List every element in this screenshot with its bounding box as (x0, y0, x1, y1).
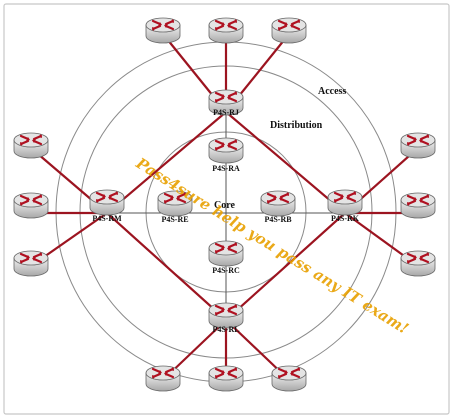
router-icon (270, 16, 308, 45)
router-ra: P4S-RA (207, 136, 245, 173)
router-label-rj: P4S-RJ (213, 108, 239, 117)
router-icon (399, 191, 437, 220)
router-icon (144, 16, 182, 45)
router-label-rb: P4S-RB (264, 215, 292, 224)
diagram-frame (3, 3, 450, 415)
router-icon (326, 188, 364, 217)
router-rm: P4S-RM (88, 188, 126, 223)
watermark-text: Pass4sure help you pass any IT exam! (132, 154, 412, 338)
router-icon (207, 239, 245, 268)
router-icon (12, 249, 50, 278)
router-rl: P4S-RL (207, 301, 245, 334)
router-icon (12, 191, 50, 220)
router-icon (399, 131, 437, 160)
router-icon (88, 188, 126, 217)
zone-label-access: Access (318, 86, 346, 97)
router-icon (12, 131, 50, 160)
router-label-rm: P4S-RM (92, 214, 122, 223)
router-rk: P4S-RK (326, 188, 364, 223)
router-rj: P4S-RJ (207, 88, 245, 117)
router-re: P4S-RE (156, 189, 194, 224)
router-label-rk: P4S-RK (331, 214, 360, 223)
router-icon (207, 364, 245, 393)
router-label-rl: P4S-RL (212, 325, 239, 334)
router-icon (399, 249, 437, 278)
router-icon (259, 189, 297, 218)
router-rb: P4S-RB (259, 189, 297, 224)
router-icon (144, 364, 182, 393)
zone-label-core: Core (214, 200, 235, 211)
router-label-re: P4S-RE (161, 215, 188, 224)
router-rc: P4S-RC (207, 239, 245, 275)
router-label-rc: P4S-RC (212, 266, 240, 275)
router-icon (207, 16, 245, 45)
router-label-ra: P4S-RA (212, 164, 240, 173)
router-icon (270, 364, 308, 393)
router-icon (207, 136, 245, 165)
zone-label-distribution: Distribution (270, 120, 323, 131)
